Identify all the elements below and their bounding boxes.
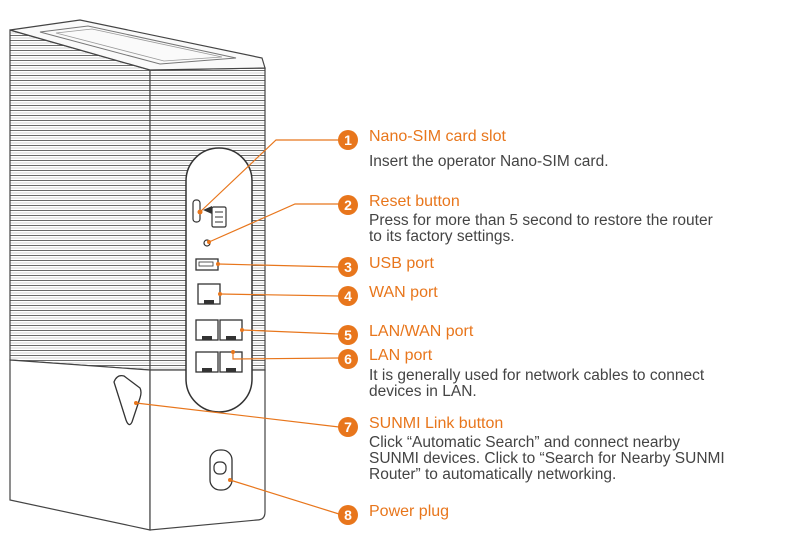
left-face-ribbed [9,29,151,371]
sunmi-link-button-shape [113,374,142,426]
leader-line-4 [219,293,340,297]
callout-number-4: 4 [338,286,358,306]
callout-title-4: WAN port [369,284,438,301]
leader-line-3 [217,263,340,268]
callout-number-3: 3 [338,257,358,277]
lower-front-face [149,369,266,531]
leader-line-6 [232,352,340,360]
leader-line-8 [229,479,340,515]
callout-title-7: SUNMI Link button [369,415,504,432]
callout-title-1: Nano-SIM card slot [369,128,506,145]
top-face [9,19,266,71]
callout-description-7-line-1: Click “Automatic Search” and connect nea… [369,434,681,451]
callout-description-1-line-1: Insert the operator Nano-SIM card. [369,153,609,170]
callout-title-3: USB port [369,255,434,272]
callout-title-5: LAN/WAN port [369,323,474,340]
callout-title-2: Reset button [369,193,460,210]
callout-number-2: 2 [338,195,358,215]
callout-description-7-line-3: Router” to automatically networking. [369,466,617,483]
leader-line-2 [208,203,339,243]
leader-line-7 [135,402,340,428]
leader-line-1 [199,139,339,213]
callout-title-6: LAN port [369,347,433,364]
callout-number-1: 1 [338,130,358,150]
callout-number-6: 6 [338,349,358,369]
callout-number-5: 5 [338,325,358,345]
callout-description-7-line-2: SUNMI devices. Click to “Search for Near… [369,450,725,467]
port-panel [185,147,253,413]
callout-description-6-line-2: devices in LAN. [369,383,477,400]
power-plug-shape [209,449,233,491]
callout-number-7: 7 [338,417,358,437]
callout-description-6-line-1: It is generally used for network cables … [369,367,705,384]
callout-description-2-line-1: Press for more than 5 second to restore … [369,212,713,229]
callout-number-8: 8 [338,505,358,525]
leader-line-5 [241,329,340,335]
callout-title-8: Power plug [369,503,450,520]
callout-description-2-line-2: to its factory settings. [369,228,515,245]
